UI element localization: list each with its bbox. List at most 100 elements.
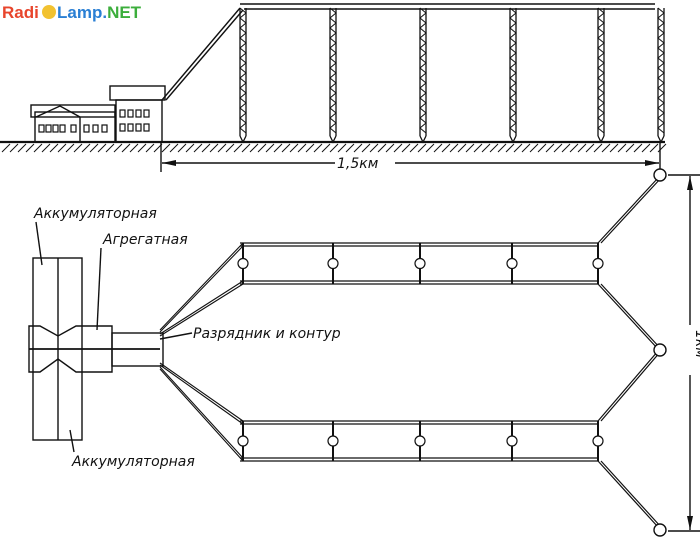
window <box>92 124 99 133</box>
ground-hatch <box>481 143 491 153</box>
plan-labels: Аккумуляторная Агрегатная Разрядник и ко… <box>33 206 341 470</box>
ground-hatch <box>105 143 115 153</box>
insulator <box>237 257 249 270</box>
insulator <box>592 435 604 447</box>
mast-base <box>653 523 667 537</box>
ground-hatch <box>545 143 555 153</box>
feeder-wire <box>159 245 244 333</box>
label-battery-top: Аккумуляторная <box>33 206 157 222</box>
feeder-wire <box>159 280 244 335</box>
antenna-mast <box>419 7 427 144</box>
ground-hatch <box>657 143 667 153</box>
guy-wire <box>597 283 659 350</box>
window <box>38 124 45 133</box>
ground-hatch <box>137 143 147 153</box>
feeder-wire <box>159 283 244 337</box>
dimension-1-5km: 1,5км <box>160 142 661 172</box>
ground-hatch <box>401 143 411 153</box>
insulator <box>592 257 604 270</box>
guy-wire <box>600 177 662 244</box>
ground-hatch <box>113 143 123 153</box>
ground-hatch <box>121 143 131 153</box>
ground-hatch <box>321 143 331 153</box>
ground-hatch <box>505 143 515 153</box>
ground-hatch <box>241 143 251 153</box>
feeder-wire <box>159 366 244 459</box>
ground-hatch <box>537 143 547 153</box>
ground-hatch <box>73 143 83 153</box>
radiolamp-logo: Radi Lamp.NET <box>0 0 143 22</box>
feeder-wire <box>159 242 244 331</box>
ground-hatch <box>473 143 483 153</box>
ground-hatch <box>193 143 203 153</box>
ground-hatch <box>641 143 651 153</box>
ground-hatch <box>553 143 563 153</box>
ground-hatch <box>169 143 179 153</box>
ground-hatch <box>345 143 355 153</box>
ground-hatch <box>361 143 371 153</box>
ground-hatch <box>489 143 499 153</box>
ground-hatch <box>337 143 347 153</box>
svg-text:Radi: Radi <box>2 3 39 22</box>
ground-hatch <box>609 143 619 153</box>
ground-hatch <box>209 143 219 153</box>
ground-hatch <box>225 143 235 153</box>
ground-hatch <box>161 143 171 153</box>
guy-wire <box>597 177 659 244</box>
antenna-mast <box>597 7 605 144</box>
ground-hatch <box>25 143 35 153</box>
ground-hatch <box>249 143 259 153</box>
antenna-flat-top <box>159 242 604 337</box>
antenna-flat-top <box>159 362 604 462</box>
feeder-wire <box>159 368 244 462</box>
ground-hatch <box>353 143 363 153</box>
ground-hatch <box>417 143 427 153</box>
guy-wire <box>600 460 662 528</box>
label-generator: Агрегатная <box>102 232 188 248</box>
mast-base <box>653 343 667 357</box>
mast-base <box>653 168 667 182</box>
ground-hatch <box>521 143 531 153</box>
guy-wire <box>600 283 662 350</box>
ground-hatch <box>185 143 195 153</box>
ground-hatch <box>305 143 315 153</box>
ground-hatch <box>9 143 19 153</box>
ground-hatch <box>377 143 387 153</box>
ground-hatch <box>585 143 595 153</box>
window <box>135 109 142 118</box>
window <box>127 109 134 118</box>
ground-hatch <box>33 143 43 153</box>
ground-hatch <box>449 143 459 153</box>
window <box>59 124 66 133</box>
ground-hatch <box>441 143 451 153</box>
ground-hatch <box>81 143 91 153</box>
ground-hatch <box>289 143 299 153</box>
guy-wire <box>597 460 659 528</box>
antenna-mast <box>509 7 517 144</box>
window <box>119 109 126 118</box>
distance-label-vertical: 1км <box>692 330 700 358</box>
ground-hatch <box>561 143 571 153</box>
antenna-mast <box>239 7 247 144</box>
window <box>83 124 90 133</box>
ground-hatch <box>41 143 51 153</box>
ground-hatch <box>297 143 307 153</box>
insulator <box>327 257 339 270</box>
ground-hatch <box>57 143 67 153</box>
insulator <box>414 435 426 447</box>
ground-hatch <box>49 143 59 153</box>
plan-antenna <box>159 168 667 537</box>
ground-hatch <box>273 143 283 153</box>
ground-hatch <box>313 143 323 153</box>
antenna-mast <box>329 7 337 144</box>
station-buildings <box>30 85 166 143</box>
dimension-1km: 1км <box>668 174 700 532</box>
window <box>52 124 59 133</box>
insulator <box>506 257 518 270</box>
antenna-mast <box>657 7 665 144</box>
ground-hatch <box>177 143 187 153</box>
ground-hatch <box>65 143 75 153</box>
ground <box>0 140 667 153</box>
